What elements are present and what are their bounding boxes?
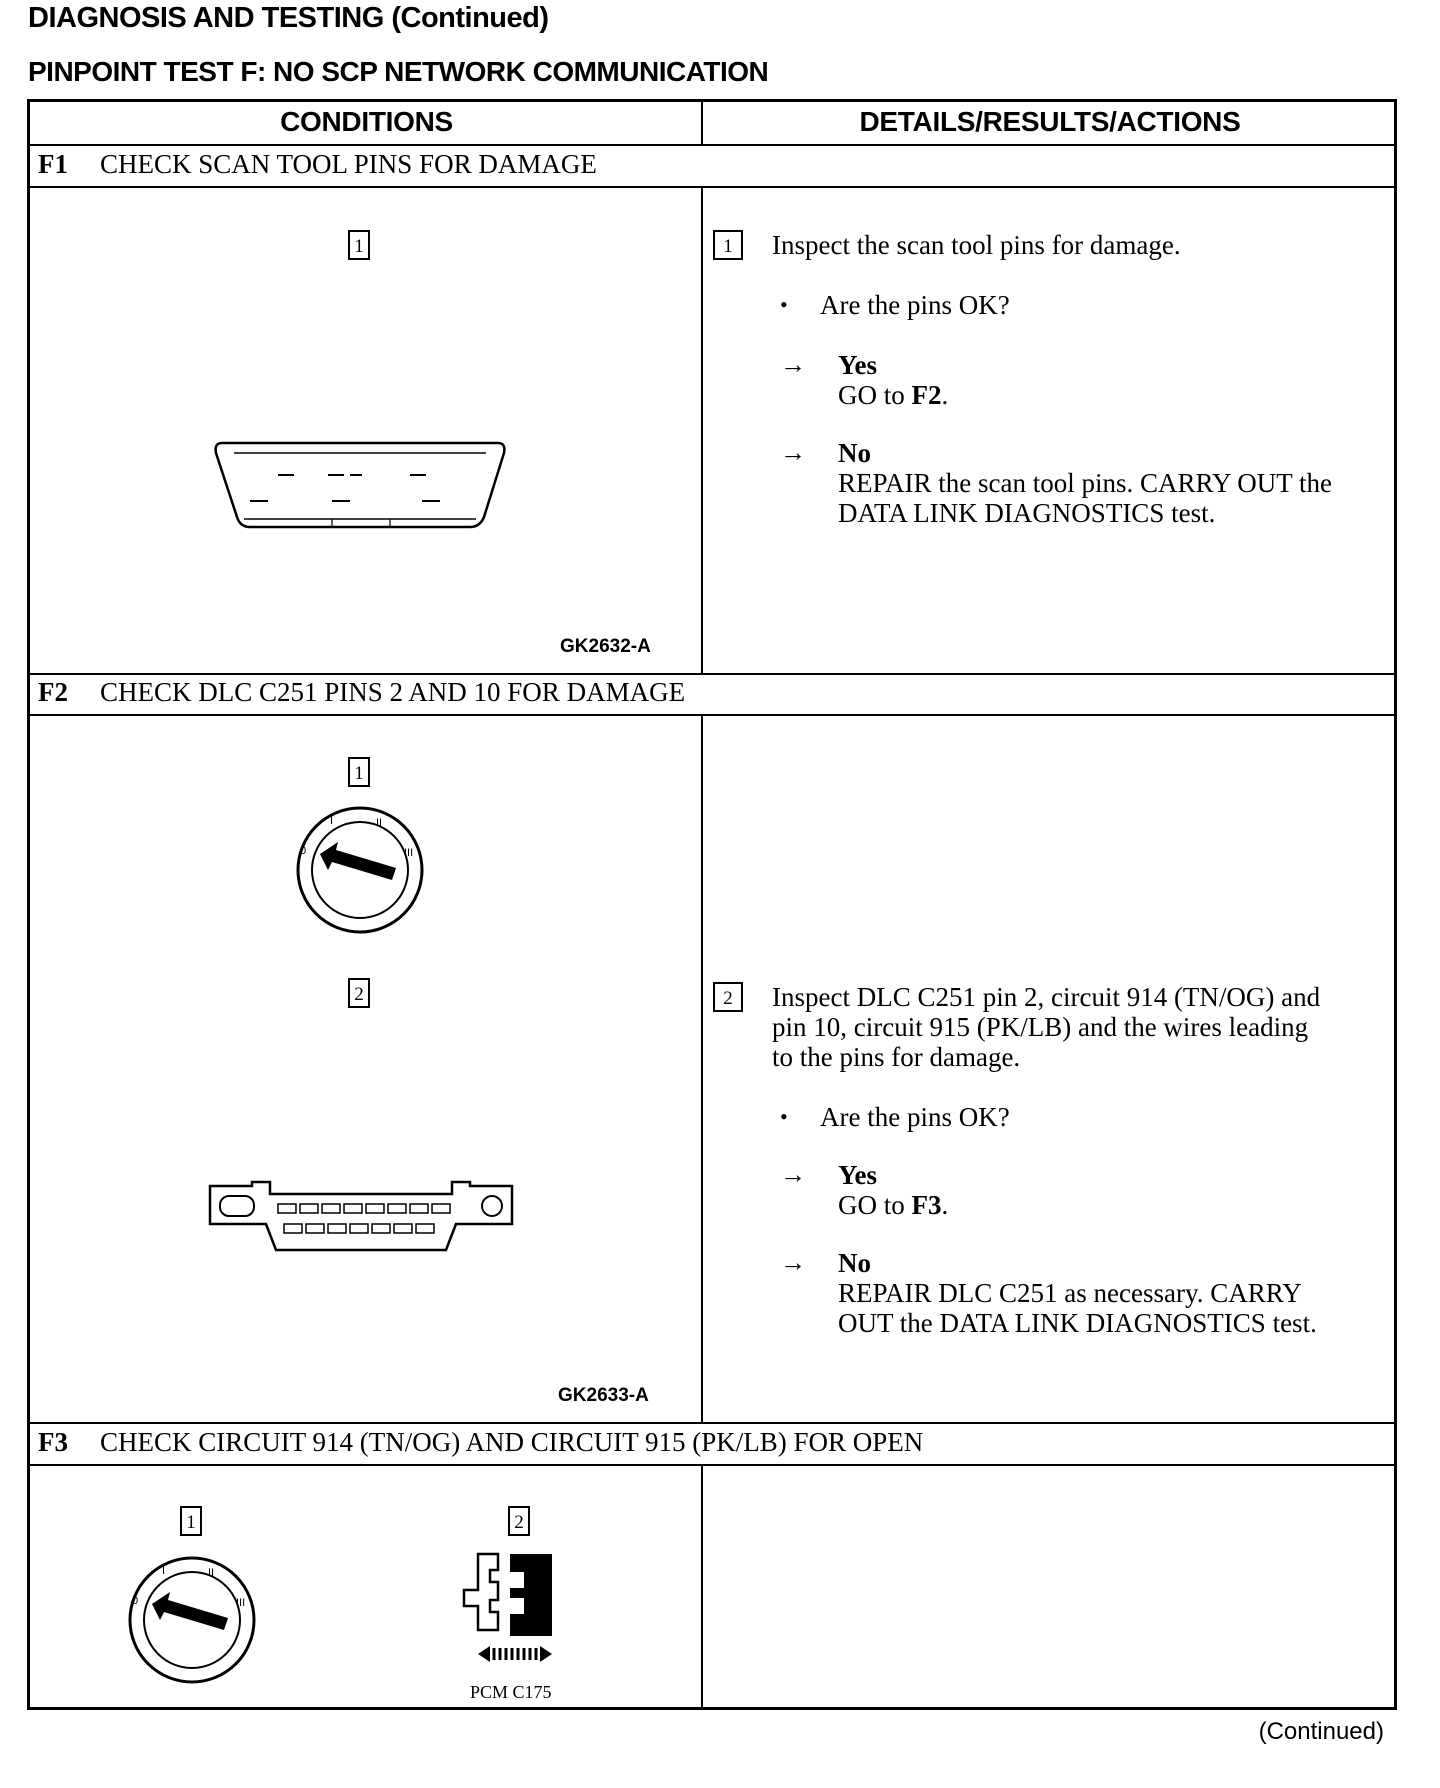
step-title: CHECK DLC C251 PINS 2 AND 10 FOR DAMAGE — [100, 677, 686, 707]
arrow-right-icon: → — [780, 1248, 806, 1277]
step-f1-header: F1 CHECK SCAN TOOL PINS FOR DAMAGE — [38, 149, 597, 180]
divider — [701, 186, 703, 673]
conditions-column-header: CONDITIONS — [280, 106, 453, 137]
action-line: pin 10, circuit 915 (PK/LB) and the wire… — [772, 1012, 1309, 1042]
arrow-right-icon: → — [780, 438, 806, 467]
arrow-right-icon: → — [780, 350, 806, 379]
arrow-right-icon: → — [780, 1160, 806, 1189]
figure-callout: 2 — [348, 978, 370, 1008]
goto-target[interactable]: F2 — [911, 380, 942, 410]
pcm-connector-icon — [462, 1552, 552, 1662]
continued-note: (Continued) — [1258, 1718, 1384, 1745]
svg-text:I: I — [162, 1565, 165, 1577]
no-action-line: REPAIR the scan tool pins. CARRY OUT the — [838, 468, 1333, 498]
step-id: F2 — [38, 677, 68, 707]
divider — [701, 714, 703, 1422]
details-column-header: DETAILS/RESULTS/ACTIONS — [859, 106, 1241, 137]
question-text: Are the pins OK? — [820, 290, 1010, 320]
yes-label: Yes — [838, 1160, 877, 1190]
figure-callout: 2 — [508, 1506, 530, 1536]
figure-callout: 1 — [180, 1506, 202, 1536]
svg-text:0: 0 — [132, 1595, 138, 1607]
no-action-line: REPAIR DLC C251 as necessary. CARRY — [838, 1278, 1302, 1308]
svg-text:III: III — [404, 847, 413, 859]
step-f3-header: F3 CHECK CIRCUIT 914 (TN/OG) AND CIRCUIT … — [38, 1427, 923, 1458]
figure-callout: 1 — [348, 757, 370, 787]
yes-action: GO to F3. — [838, 1190, 949, 1220]
pinpoint-test-title: PINPOINT TEST F: NO SCP NETWORK COMMUNIC… — [28, 56, 769, 87]
divider — [701, 1464, 703, 1710]
svg-text:0: 0 — [300, 845, 306, 857]
no-label: No — [838, 438, 871, 468]
goto-target[interactable]: F3 — [911, 1190, 942, 1220]
connector-label: PCM C175 — [470, 1682, 552, 1702]
step-title: CHECK SCAN TOOL PINS FOR DAMAGE — [100, 149, 597, 179]
svg-text:II: II — [376, 817, 382, 829]
bullet-icon: • — [780, 1104, 788, 1129]
svg-text:I: I — [330, 815, 333, 827]
divider — [30, 1464, 1394, 1466]
scan-tool-connector-icon — [214, 441, 506, 529]
divider — [701, 102, 703, 144]
question-text: Are the pins OK? — [820, 1102, 1010, 1132]
no-label: No — [838, 1248, 871, 1278]
step-id: F3 — [38, 1427, 68, 1457]
step-id: F1 — [38, 149, 68, 179]
action-line: to the pins for damage. — [772, 1042, 1021, 1072]
svg-text:II: II — [208, 1567, 214, 1579]
bullet-icon: • — [780, 292, 788, 317]
divider — [30, 714, 1394, 716]
action-callout: 2 — [713, 982, 743, 1012]
dlc-connector-icon — [208, 1180, 514, 1252]
action-callout: 1 — [713, 230, 743, 260]
step-title: CHECK CIRCUIT 914 (TN/OG) AND CIRCUIT 91… — [100, 1427, 924, 1457]
divider — [30, 673, 1394, 675]
divider — [30, 186, 1394, 188]
figure-code: GK2632-A — [560, 636, 651, 657]
no-action-line: DATA LINK DIAGNOSTICS test. — [838, 498, 1216, 528]
yes-action: GO to F2. — [838, 380, 949, 410]
divider — [30, 144, 1394, 146]
action-text: Inspect the scan tool pins for damage. — [772, 230, 1181, 260]
action-line: Inspect DLC C251 pin 2, circuit 914 (TN/… — [772, 982, 1321, 1012]
page-title: DIAGNOSIS AND TESTING (Continued) — [28, 2, 549, 34]
figure-code: GK2633-A — [558, 1385, 649, 1406]
divider — [30, 1422, 1394, 1424]
ignition-switch-icon: 0 I II III — [128, 1556, 256, 1684]
no-action-line: OUT the DATA LINK DIAGNOSTICS test. — [838, 1308, 1317, 1338]
svg-text:III: III — [236, 1597, 245, 1609]
yes-label: Yes — [838, 350, 877, 380]
step-f2-header: F2 CHECK DLC C251 PINS 2 AND 10 FOR DAMAG… — [38, 677, 685, 708]
ignition-switch-icon: 0 I II III — [296, 806, 424, 934]
figure-callout: 1 — [348, 230, 370, 260]
